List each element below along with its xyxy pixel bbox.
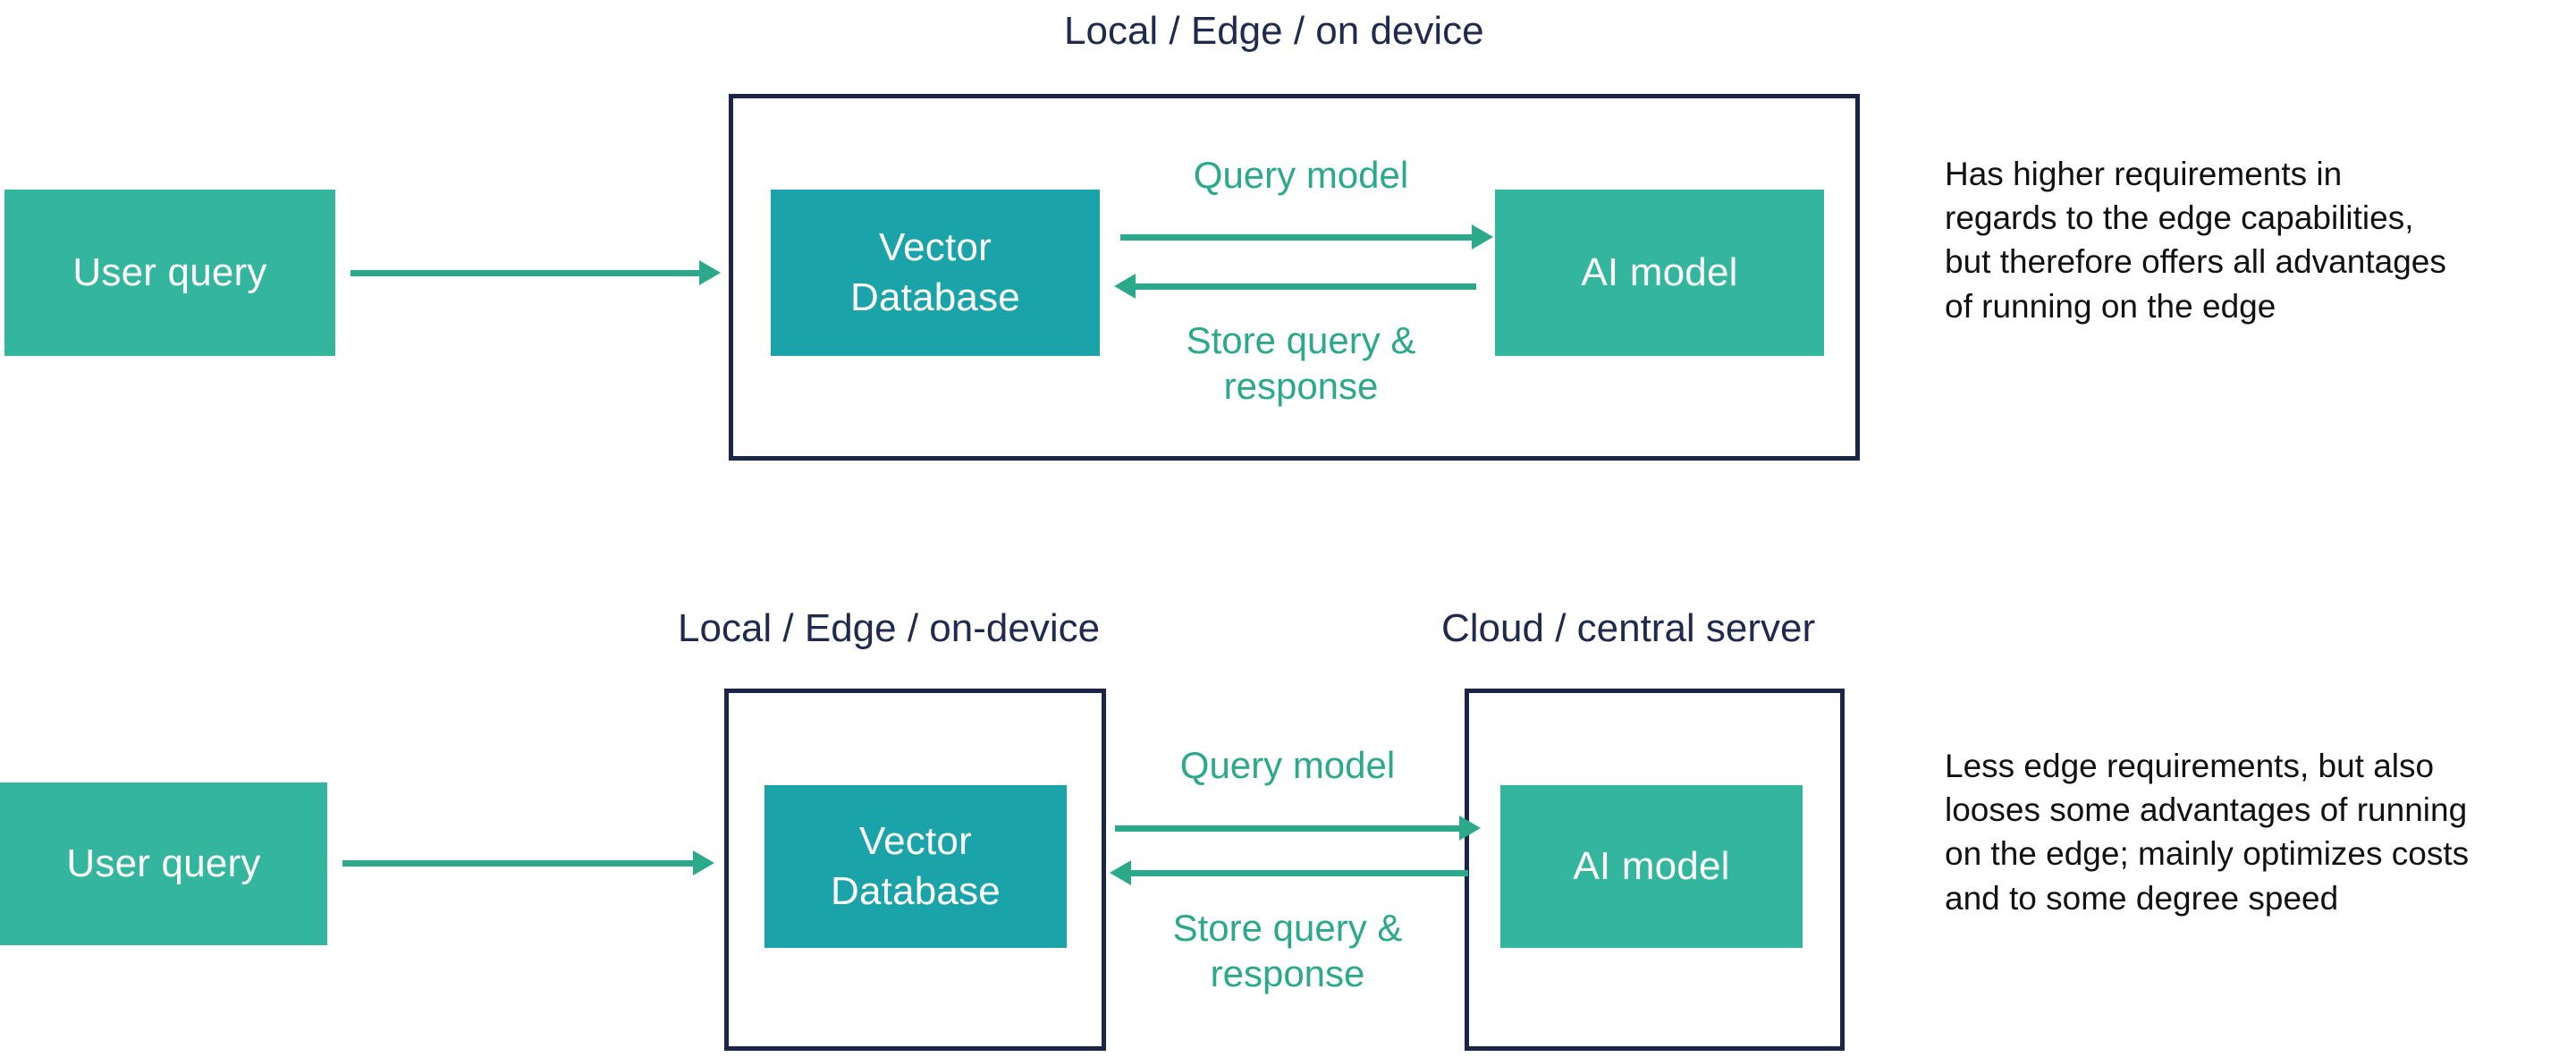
row2-user-query-arrow-head [693, 850, 714, 875]
row2-ai-model-node: AI model [1500, 785, 1803, 948]
row1-annotation: Has higher requirements in regards to th… [1945, 152, 2562, 328]
row2-cloud-zone-title: Cloud / central server [1441, 606, 1816, 650]
row1-annotation-line-1: Has higher requirements in [1945, 156, 2343, 192]
row2-annotation-line-2: looses some advantages of running [1945, 791, 2468, 829]
row1-ai-model-node: AI model [1495, 190, 1824, 356]
row2-user-query-node: User query [0, 782, 327, 945]
row1-store-query-label-line1: Store query & [1186, 319, 1416, 361]
row2-store-query-label: Store query & response [1086, 905, 1489, 996]
row1-user-query-node: User query [4, 190, 335, 356]
row2-store-arrow-line [1131, 870, 1468, 876]
row2-store-query-label-line2: response [1210, 952, 1365, 995]
row1-zone-title: Local / Edge / on device [1064, 9, 1484, 53]
row2-user-query-arrow-line [342, 860, 693, 867]
row1-query-arrow-line [1120, 234, 1474, 241]
row2-annotation-line-3: on the edge; mainly optimizes costs [1945, 835, 2470, 873]
row1-store-arrow-line [1136, 283, 1476, 290]
row1-query-model-label: Query model [1193, 154, 1409, 196]
row1-query-arrow-head [1472, 224, 1493, 249]
row2-edge-zone-title: Local / Edge / on-device [678, 606, 1101, 650]
row2-query-model-label: Query model [1179, 744, 1396, 786]
row2-store-query-label-line1: Store query & [1172, 907, 1403, 949]
row1-user-query-arrow-head [699, 260, 721, 285]
row2-annotation-line-1: Less edge requirements, but also [1945, 748, 2435, 784]
row1-annotation-line-3: but therefore offers all advantages [1945, 243, 2446, 281]
row2-vector-database-line1: Vector [859, 818, 972, 863]
row2-annotation-line-4: and to some degree speed [1945, 879, 2339, 917]
row1-store-query-label: Store query & response [1095, 317, 1507, 409]
row1-user-query-arrow-line [351, 270, 699, 276]
row1-store-arrow-head [1114, 274, 1136, 299]
row1-vector-database-node: Vector Database [771, 190, 1100, 356]
row2-vector-database-line2: Database [831, 869, 1001, 913]
row2-vector-database-node: Vector Database [764, 785, 1067, 948]
row2-store-arrow-head [1110, 860, 1131, 885]
row1-annotation-line-2: regards to the edge capabilities, [1945, 199, 2414, 237]
row2-query-arrow-head [1459, 816, 1481, 841]
row2-query-arrow-line [1115, 825, 1464, 832]
row1-store-query-label-line2: response [1223, 365, 1379, 408]
row1-vector-database-line2: Database [850, 275, 1020, 319]
row1-annotation-line-4: of running on the edge [1945, 287, 2276, 325]
row2-annotation: Less edge requirements, but also looses … [1945, 744, 2571, 920]
row1-vector-database-line1: Vector [879, 224, 992, 269]
